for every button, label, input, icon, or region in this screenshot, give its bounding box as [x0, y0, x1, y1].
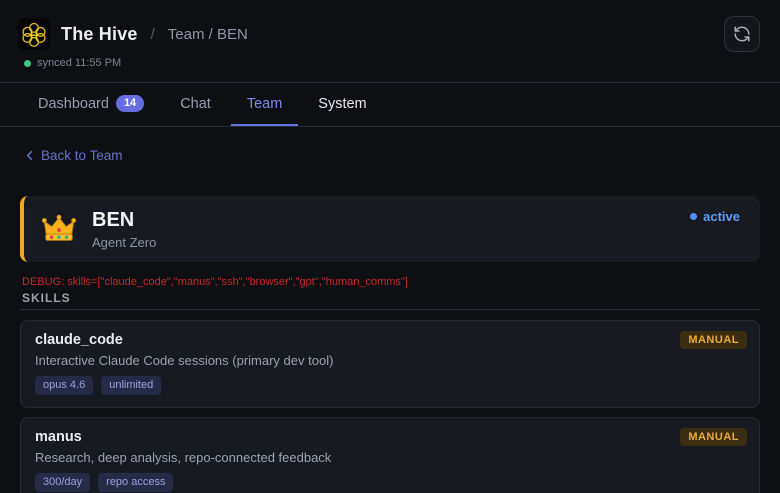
tab-dashboard-label: Dashboard [38, 95, 109, 112]
tab-team[interactable]: Team [230, 83, 299, 126]
breadcrumb[interactable]: Team / BEN [167, 25, 248, 43]
skill-tags: 300/day repo access [35, 472, 745, 492]
skill-mode-badge: MANUAL [680, 427, 747, 446]
skill-tag: 300/day [35, 472, 91, 492]
agent-role: Agent Zero [92, 235, 157, 250]
tab-system-label: System [318, 95, 367, 112]
agent-info: BEN Agent Zero [92, 208, 156, 250]
skill-mode-badge: MANUAL [680, 331, 747, 349]
app-title: The Hive [61, 23, 138, 44]
skill-tag: repo access [98, 472, 174, 492]
refresh-button[interactable] [724, 16, 760, 52]
tab-dashboard[interactable]: Dashboard 14 [22, 83, 160, 126]
synced-dot-icon [24, 59, 31, 67]
tab-team-label: Team [246, 95, 283, 112]
svg-text:H: H [30, 30, 38, 42]
skill-name: manus [35, 428, 82, 445]
skills-list: claude_code MANUAL Interactive Claude Co… [20, 320, 760, 493]
agent-card: BEN Agent Zero active [20, 196, 760, 262]
tab-chat-label: Chat [180, 95, 211, 112]
debug-line: DEBUG: skills=["claude_code","manus","ss… [22, 276, 408, 288]
skill-card-claude-code[interactable]: claude_code MANUAL Interactive Claude Co… [20, 320, 760, 408]
skill-tags: opus 4.6 unlimited [35, 376, 745, 395]
back-to-team-link[interactable]: Back to Team [22, 148, 123, 163]
skill-description: Interactive Claude Code sessions (primar… [35, 353, 334, 368]
skills-heading: SKILLS [22, 291, 71, 305]
skill-description: Research, deep analysis, repo-connected … [35, 449, 332, 465]
brand-row: H The Hive / Team / BEN [18, 18, 760, 50]
header: H The Hive / Team / BEN synced 11:55 PM [0, 0, 780, 69]
breadcrumb-separator: / [150, 25, 155, 43]
tab-system[interactable]: System [302, 83, 382, 126]
tabs-bar: Dashboard 14 Chat Team System [0, 82, 780, 127]
hive-logo-icon[interactable]: H [18, 18, 50, 50]
tab-chat[interactable]: Chat [164, 83, 227, 126]
agent-status-badge: active [690, 209, 740, 224]
agent-name: BEN [92, 209, 135, 231]
sync-status-row: synced 11:55 PM [24, 57, 760, 69]
skill-name: claude_code [35, 332, 123, 348]
skill-tag: opus 4.6 [35, 376, 94, 395]
active-dot-icon [690, 213, 698, 220]
refresh-icon [733, 25, 751, 43]
tab-dashboard-badge: 14 [115, 94, 145, 113]
crown-icon [42, 214, 76, 244]
agent-status-label: active [703, 209, 740, 224]
sync-status-text: synced 11:55 PM [37, 57, 122, 69]
back-link-label: Back to Team [41, 148, 123, 163]
skill-card-manus[interactable]: manus MANUAL Research, deep analysis, re… [20, 416, 760, 493]
chevron-left-icon [22, 148, 37, 163]
back-row: Back to Team [22, 148, 780, 168]
section-divider [20, 309, 760, 310]
skill-tag: unlimited [101, 376, 162, 395]
